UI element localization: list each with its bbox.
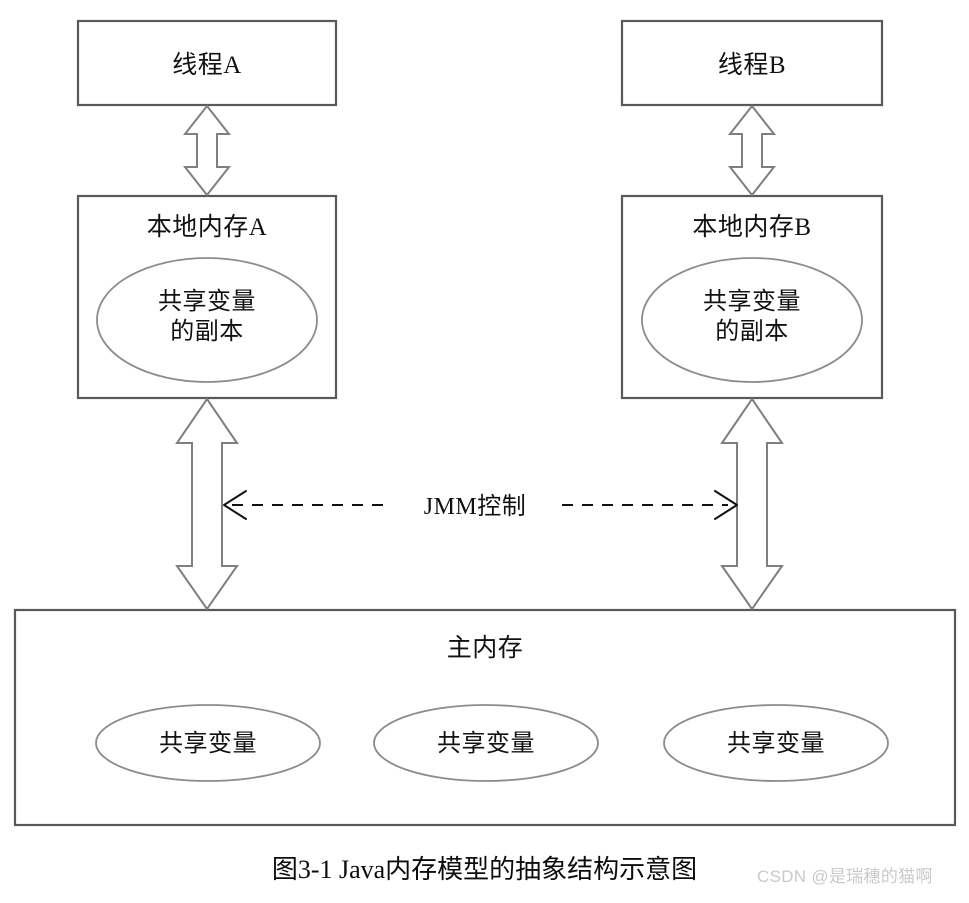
- connector-local-a-main-arrow: [175, 397, 239, 611]
- shared-variable-3-label: 共享变量: [727, 731, 825, 757]
- csdn-watermark: CSDN @是瑞穗的猫啊: [757, 867, 933, 886]
- shared-variable-2-label: 共享变量: [437, 731, 535, 757]
- local-memory-a-title: 本地内存A: [146, 214, 268, 241]
- connector-thread-b-local-b-arrow: [727, 104, 777, 197]
- thread-a-label: 线程A: [172, 52, 242, 79]
- shared-variable-1-ellipse: [95, 704, 321, 782]
- local-memory-a-copy-ellipse: [96, 257, 318, 383]
- local-memory-b-title: 本地内存B: [692, 214, 812, 241]
- shared-variable-2-ellipse: [373, 704, 599, 782]
- thread-b-box: [620, 19, 884, 107]
- figure-caption: 图3-1 Java内存模型的抽象结构示意图: [271, 855, 698, 884]
- local-memory-b-copy-ellipse: [641, 257, 863, 383]
- jmm-control-arrowhead-left: [223, 490, 247, 520]
- thread-a-box: [76, 19, 338, 107]
- jmm-control-label: JMM控制: [423, 494, 527, 520]
- thread-b-label: 线程B: [717, 52, 787, 79]
- connector-thread-a-local-a-arrow: [182, 104, 232, 197]
- jmm-control-arrowhead-right: [714, 490, 738, 520]
- main-memory-title: 主内存: [446, 635, 524, 662]
- local-memory-a-copy-label: 共享变量 的副本: [158, 289, 256, 345]
- local-memory-b-copy-label: 共享变量 的副本: [703, 289, 801, 345]
- connector-local-b-main-arrow: [720, 397, 784, 611]
- shared-variable-1-label: 共享变量: [159, 731, 257, 757]
- shared-variable-3-ellipse: [663, 704, 889, 782]
